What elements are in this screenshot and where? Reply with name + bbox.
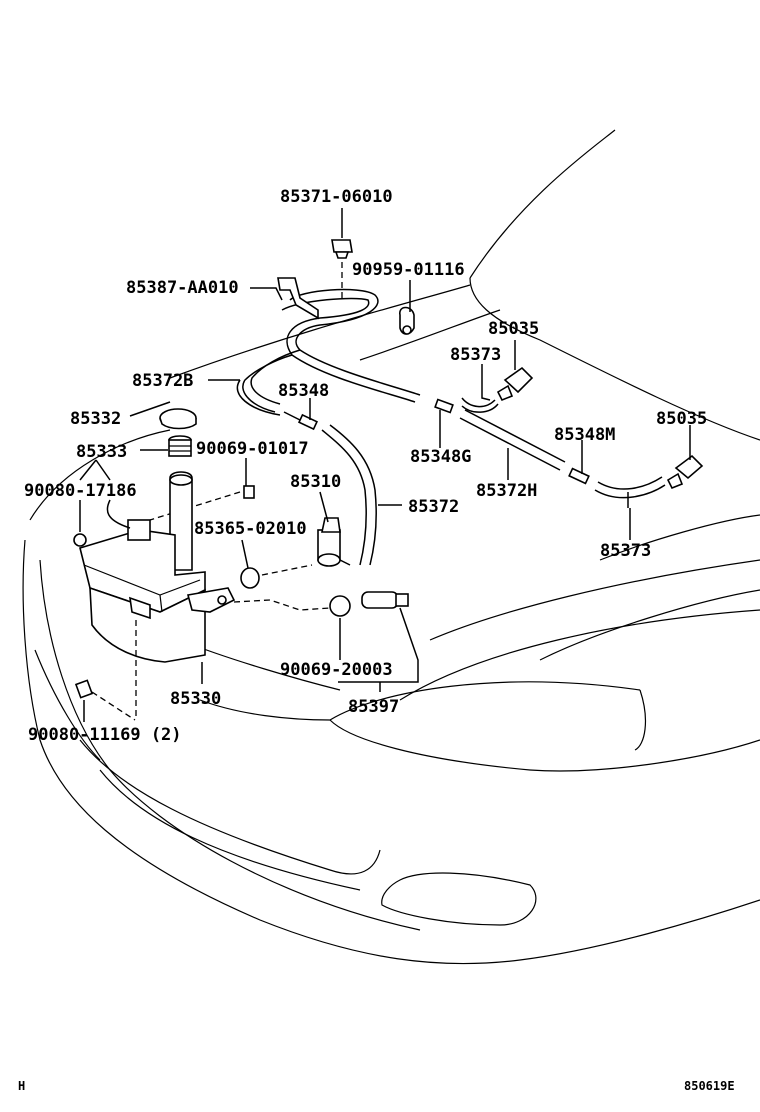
connector-85348g (434, 398, 454, 414)
grommet-90069-20003 (329, 595, 351, 617)
label-85373-upper: 85373 (450, 345, 501, 365)
label-90080-11169: 90080-11169 (2) (28, 725, 182, 745)
hose-85372 (321, 424, 377, 566)
vehicle-body-outline (22, 129, 760, 965)
label-85371-06010: 85371-06010 (280, 187, 393, 207)
label-85372b: 85372B (132, 371, 193, 391)
bolt-90069-01017 (149, 485, 255, 521)
label-85365-02010: 85365-02010 (194, 519, 307, 539)
label-90069-01017: 90069-01017 (196, 439, 309, 459)
label-85348m: 85348M (554, 425, 615, 445)
footer-right-code: 850619E (684, 1079, 735, 1093)
label-85372h: 85372H (476, 481, 537, 501)
bracket-85387 (277, 277, 319, 320)
level-sensor-85397 (233, 591, 409, 611)
label-85330: 85330 (170, 689, 221, 709)
label-85035-upper: 85035 (488, 319, 539, 339)
label-85387-aa010: 85387-AA010 (126, 278, 239, 298)
label-90069-20003: 90069-20003 (280, 660, 393, 680)
connector-85348 (283, 411, 319, 431)
bolt-90080-11169 (74, 679, 136, 721)
grommet-85365 (240, 564, 313, 589)
hose-85373-lower (594, 476, 666, 499)
label-85332: 85332 (70, 409, 121, 429)
hose-85373-upper (461, 397, 499, 413)
washer-nozzle-85035-lower (666, 454, 704, 490)
strainer-85333 (168, 435, 192, 457)
label-85397: 85397 (348, 697, 399, 717)
label-85333: 85333 (76, 442, 127, 462)
washer-pump-85310 (317, 517, 351, 567)
label-85372: 85372 (408, 497, 459, 517)
label-85035-lower: 85035 (656, 409, 707, 429)
label-85348g: 85348G (410, 447, 471, 467)
nut-90080-17186 (73, 533, 87, 547)
leader-lines (79, 208, 691, 722)
hose-85372h (459, 409, 566, 471)
label-85373-lower: 85373 (600, 541, 651, 561)
label-85310: 85310 (290, 472, 341, 492)
washer-nozzle-85035-upper (496, 366, 534, 402)
label-85348: 85348 (278, 381, 329, 401)
label-90080-17186: 90080-17186 (24, 481, 137, 501)
cap-85332 (159, 408, 197, 430)
hose-85372b (236, 288, 421, 416)
footer-left-code: H (18, 1079, 25, 1093)
washer-tank-85330 (79, 471, 236, 720)
label-90959-01116: 90959-01116 (352, 260, 465, 280)
clamp-90959 (399, 306, 415, 335)
connector-85348m (568, 467, 590, 485)
clip-85371 (331, 239, 353, 300)
